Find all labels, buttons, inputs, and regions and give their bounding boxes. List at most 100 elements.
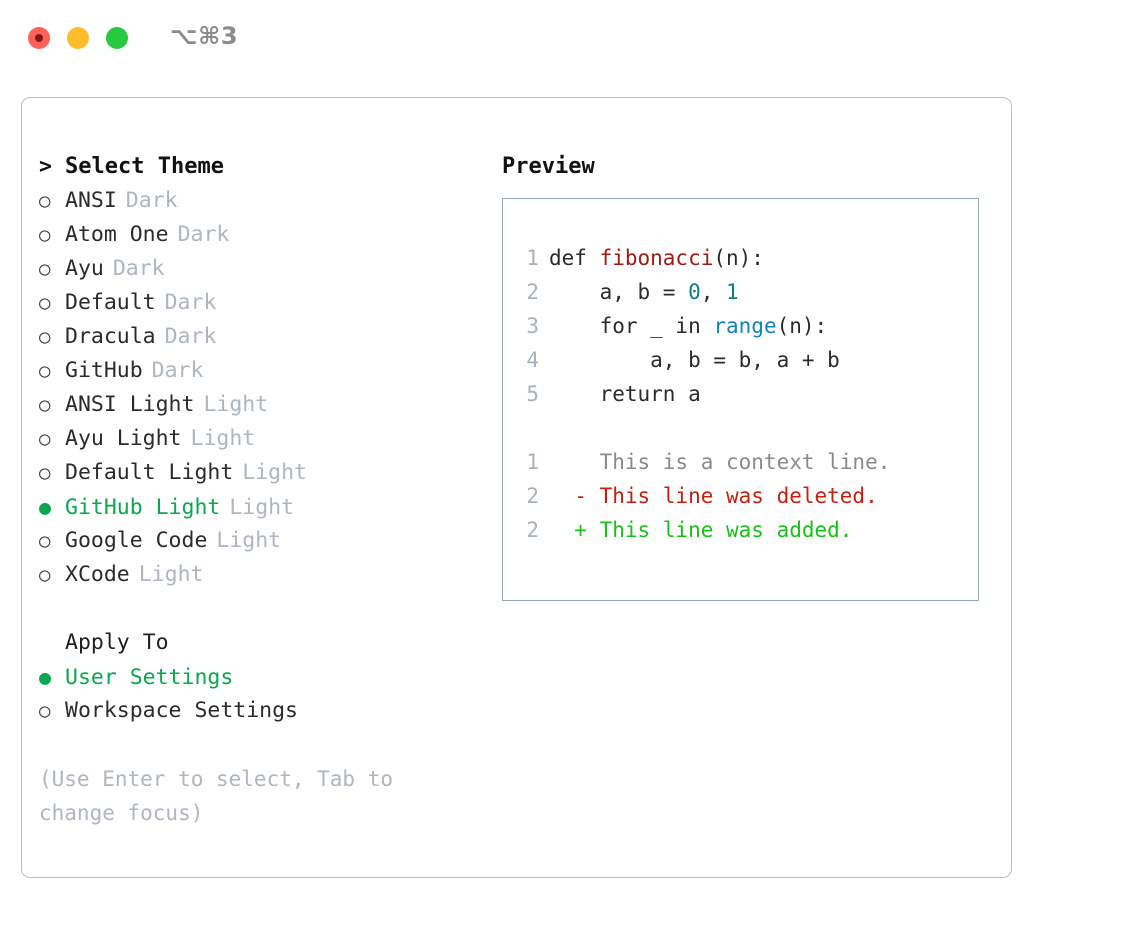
theme-list-item[interactable]: ○ GitHub Dark [39,354,479,388]
theme-name: Dracula [65,324,156,349]
theme-name: Default Light [65,460,234,485]
code-line-content: def fibonacci(n): [549,241,764,275]
keyboard-hint-text: (Use Enter to select, Tab to change focu… [39,767,394,825]
radio-unselected-icon: ○ [39,190,51,212]
window-controls [28,27,128,49]
theme-name: ANSI [65,188,117,213]
radio-selected-icon: ● [39,665,52,689]
line-number: 4 [526,348,539,372]
code-diff-gap [503,411,978,445]
theme-variant-badge: Dark [125,188,178,213]
code-token: 1 [726,280,739,304]
diff-line-content: + This line was added. [549,518,853,542]
apply-to-label: User Settings [65,665,234,690]
apply-to-item[interactable]: ○ Workspace Settings [39,694,479,728]
code-token: , [700,280,727,304]
diff-line-content: This is a context line. [549,450,891,474]
theme-name: Ayu Light [65,426,182,451]
radio-unselected-icon: ○ [39,428,51,450]
theme-list-item[interactable]: ○ XCode Light [39,558,479,592]
radio-selected-icon: ● [39,495,52,519]
line-number: 1 [526,450,539,474]
code-line: 1 def fibonacci(n): [503,241,978,275]
line-number: 3 [526,314,539,338]
theme-list-item[interactable]: ○ Dracula Dark [39,320,479,354]
line-number: 2 [526,518,539,542]
theme-variant-badge: Light [242,460,308,485]
line-number: 2 [526,484,539,508]
code-token: (n): [776,314,828,338]
code-line: 4 a, b = b, a + b [503,343,978,377]
code-line: 3 for _ in range(n): [503,309,978,343]
radio-unselected-icon: ○ [39,564,51,586]
theme-variant-badge: Dark [151,358,204,383]
theme-variant-badge: Dark [112,256,165,281]
theme-name: Default [65,290,156,315]
code-token: a, b = b, a + b [549,348,840,372]
theme-name: GitHub [65,358,143,383]
code-line-content: a, b = 0, 1 [549,275,739,309]
code-token: a, b = [549,280,689,304]
code-token: range [713,314,777,338]
theme-name: ANSI Light [65,392,195,417]
code-line-content: return a [549,377,701,411]
line-number: 5 [526,382,539,406]
diff-line-content: - This line was deleted. [549,484,878,508]
radio-unselected-icon: ○ [39,360,51,382]
select-theme-title: Select Theme [65,154,224,179]
code-token: for _ in [549,314,714,338]
theme-variant-badge: Light [190,426,256,451]
radio-unselected-icon: ○ [39,700,51,722]
theme-list-item[interactable]: ○ Ayu Light Light [39,422,479,456]
theme-variant-badge: Light [216,528,282,553]
theme-list-item[interactable]: ● GitHub Light Light [39,490,479,524]
minimize-light-icon[interactable] [67,27,89,49]
code-line: 2 a, b = 0, 1 [503,275,978,309]
theme-name: GitHub Light [65,495,221,520]
radio-unselected-icon: ○ [39,394,51,416]
theme-variant-badge: Light [229,495,295,520]
theme-variant-badge: Dark [164,324,217,349]
theme-variant-badge: Dark [177,222,230,247]
radio-unselected-icon: ○ [39,462,51,484]
maximize-light-icon[interactable] [106,27,128,49]
apply-to-title: Apply To [65,630,169,655]
code-line-content: for _ in range(n): [549,309,828,343]
theme-name: Atom One [65,222,169,247]
theme-list-item[interactable]: ○ Default Light Light [39,456,479,490]
theme-variant-badge: Dark [164,290,217,315]
code-token: 0 [688,280,701,304]
theme-name: XCode [65,562,130,587]
line-number: 1 [526,246,539,270]
radio-unselected-icon: ○ [39,530,51,552]
radio-unselected-icon: ○ [39,326,51,348]
code-line-content: a, b = b, a + b [549,343,840,377]
keyboard-shortcut-label: ⌥⌘3 [170,22,239,50]
diff-line: 2 - This line was deleted. [503,479,978,513]
diff-line: 2 + This line was added. [503,513,978,547]
diff-line: 1 This is a context line. [503,445,978,479]
radio-unselected-icon: ○ [39,292,51,314]
theme-variant-badge: Light [138,562,204,587]
theme-list-item[interactable]: ○ ANSI Dark [39,184,479,218]
apply-to-header: Apply To [39,626,479,660]
code-token: def [549,246,600,270]
apply-to-item[interactable]: ● User Settings [39,660,479,694]
theme-name: Ayu [65,256,104,281]
apply-to-label: Workspace Settings [65,698,298,723]
close-light-icon[interactable] [28,27,50,49]
code-line: 5 return a [503,377,978,411]
select-theme-header: > Select Theme [39,150,479,184]
theme-list-item[interactable]: ○ Default Dark [39,286,479,320]
prompt-caret-icon: > [39,154,52,179]
